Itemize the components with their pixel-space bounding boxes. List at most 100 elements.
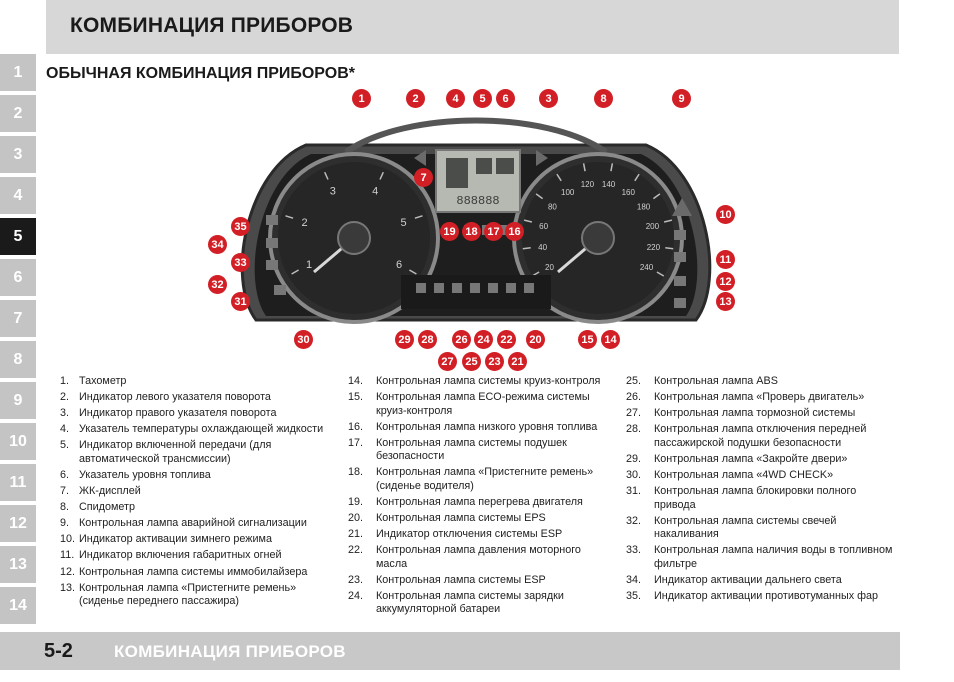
legend-item-text: Указатель температуры охлаждающей жидкос… (79, 423, 324, 436)
chapter-tab-1[interactable]: 1 (0, 54, 36, 91)
legend-item-number: 12. (60, 565, 76, 578)
legend-item-text: Индикатор включенной передачи (для автом… (79, 439, 272, 465)
legend-item: 28.Контрольная лампа отключения передней… (626, 423, 898, 450)
legend-item: 19.Контрольная лампа перегрева двигателя (348, 496, 610, 510)
chapter-tab-8[interactable]: 8 (0, 341, 36, 378)
speed-tick-label: 120 (581, 180, 595, 189)
legend-item-text: Индикатор отключения системы ESP (376, 528, 563, 541)
legend-item: 1. Тахометр (60, 375, 332, 389)
legend-item-text: Контрольная лампа системы иммобилайзера (79, 565, 308, 578)
legend-item-number: 32. (626, 514, 642, 527)
page-number: 5-2 (44, 640, 73, 662)
legend-item: 25.Контрольная лампа ABS (626, 375, 898, 389)
speed-tick-mark (663, 219, 673, 223)
speed-tick-mark (652, 193, 661, 200)
legend-item-text: Индикатор включения габаритных огней (79, 549, 282, 562)
speed-tick-mark (634, 173, 640, 182)
chapter-tab-7[interactable]: 7 (0, 300, 36, 337)
legend-item: 34.Индикатор активации дальнего света (626, 574, 898, 588)
legend-item-text: Тахометр (79, 375, 127, 387)
chapter-tab-14[interactable]: 14 (0, 587, 36, 624)
legend-item-number: 1. (60, 375, 70, 387)
callout-marker: 7 (414, 168, 433, 187)
callout-marker: 23 (485, 352, 504, 371)
legend-item-number: 16. (348, 420, 364, 433)
chapter-tab-2[interactable]: 2 (0, 95, 36, 132)
legend-item: 5.Индикатор включенной передачи (для авт… (60, 439, 332, 466)
legend-item-number: 18. (348, 466, 364, 479)
legend-item-number: 28. (626, 423, 642, 436)
legend-item-text: Индикатор левого указателя поворота (79, 391, 271, 404)
legend-item: 35. Индикатор активации противотуманных ф… (626, 590, 898, 604)
callout-marker: 9 (672, 89, 691, 108)
speed-tick-mark (665, 246, 674, 250)
legend-item-text: Контрольная лампа наличия воды в топливн… (654, 544, 893, 570)
section-title: ОБЫЧНАЯ КОМБИНАЦИЯ ПРИБОРОВ* (46, 65, 355, 82)
legend-item: 11.Индикатор включения габаритных огней (60, 549, 332, 563)
chapter-tab-9[interactable]: 9 (0, 382, 36, 419)
legend-item-text: Контрольная лампа системы зарядки аккуму… (376, 589, 564, 616)
tach-tick-mark (324, 171, 329, 180)
legend-item: 12.Контрольная лампа системы иммобилайзе… (60, 566, 332, 580)
chapter-tab-12[interactable]: 12 (0, 505, 36, 542)
speed-tick-mark (535, 193, 544, 200)
legend-item: 27.Контрольная лампа тормозной системы (626, 407, 898, 421)
legend-item: 4.Указатель температуры охлаждающей жидк… (60, 423, 332, 437)
callout-marker: 1 (352, 89, 371, 108)
legend-item-number: 22. (348, 544, 364, 557)
legend-item-text: Контрольная лампа ABS (654, 375, 778, 387)
legend-item-text: Контрольная лампа «4WD CHECK» (654, 468, 834, 481)
callout-marker: 13 (716, 292, 735, 311)
chapter-tab-4[interactable]: 4 (0, 177, 36, 214)
callout-marker: 14 (601, 330, 620, 349)
legend-item: 15.Контрольная лампа ECO-режима системы … (348, 391, 610, 418)
speed-tick-label: 240 (640, 263, 654, 272)
page-title: КОМБИНАЦИЯ ПРИБОРОВ (70, 14, 354, 37)
legend-column-2: 14.Контрольная лампа системы круиз-контр… (348, 375, 610, 620)
page-footer: 5-2 КОМБИНАЦИЯ ПРИБОРОВ (0, 632, 900, 670)
chapter-tab-6[interactable]: 6 (0, 259, 36, 296)
page-header: КОМБИНАЦИЯ ПРИБОРОВ (46, 0, 899, 54)
callout-marker: 16 (505, 222, 524, 241)
legend-item-text: Индикатор правого указателя поворота (79, 407, 277, 420)
callout-marker: 21 (508, 352, 527, 371)
legend-item-text: Контрольная лампа ECO-режима системы кру… (376, 391, 590, 417)
legend-item: 7.ЖК-дисплей (60, 485, 332, 499)
callout-marker: 27 (438, 352, 457, 371)
legend-item-text: Спидометр (79, 501, 135, 514)
legend-item-text: Индикатор активации зимнего режима (79, 533, 272, 546)
legend-item: 18.Контрольная лампа «Пристегните ремень… (348, 466, 610, 493)
callout-marker: 15 (578, 330, 597, 349)
chapter-tab-10[interactable]: 10 (0, 423, 36, 460)
callout-marker: 28 (418, 330, 437, 349)
chapter-tab-13[interactable]: 13 (0, 546, 36, 583)
legend-item: 6.Указатель уровня топлива (60, 469, 332, 483)
legend-item-number: 29. (626, 452, 642, 465)
chapter-tab-3[interactable]: 3 (0, 136, 36, 173)
tach-tick-label: 3 (330, 186, 336, 198)
speed-tick-label: 20 (545, 263, 554, 272)
legend-item-number: 3. (60, 407, 70, 420)
legend-item-text: Контрольная лампа блокировки полного при… (654, 485, 857, 511)
legend-item-number: 27. (626, 407, 642, 420)
legend-item-text: Контрольная лампа «Пристегните ремень» (… (79, 581, 297, 608)
legend-item-number: 34. (626, 573, 642, 586)
legend-item-number: 24. (348, 589, 364, 602)
legend-item-number: 35. (626, 589, 642, 602)
legend-item-text: Указатель уровня топлива (79, 468, 211, 481)
legend-item-text: Индикатор активации противотуманных фар (654, 589, 879, 602)
chapter-tab-5[interactable]: 5 (0, 218, 36, 255)
legend-item-number: 33. (626, 544, 642, 557)
legend-item: 17.Контрольная лампа системы подушек без… (348, 437, 610, 464)
callout-marker: 24 (474, 330, 493, 349)
speed-tick-label: 140 (602, 180, 616, 189)
chapter-tab-11[interactable]: 11 (0, 464, 36, 501)
legend-item-text: ЖК-дисплей (79, 485, 141, 498)
callout-marker: 5 (473, 89, 492, 108)
legend-item: 2.Индикатор левого указателя поворота (60, 391, 332, 405)
speed-tick-label: 200 (646, 222, 660, 231)
tach-tick-label: 2 (301, 217, 307, 229)
